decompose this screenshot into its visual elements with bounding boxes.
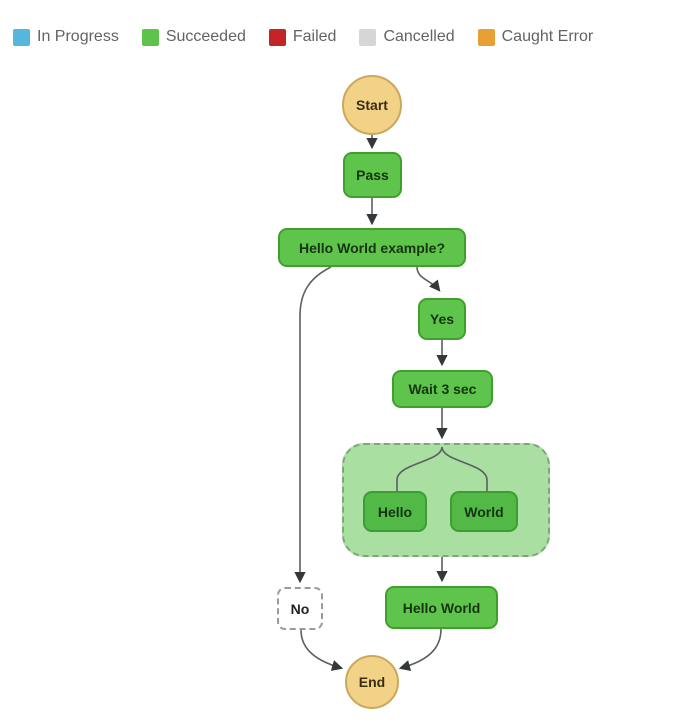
legend-label: In Progress [37, 28, 119, 45]
branch-no-not-executed[interactable]: No [277, 587, 323, 630]
end-node: End [345, 655, 399, 709]
legend-item-succeeded: Succeeded [141, 28, 246, 46]
legend-label: Failed [292, 28, 337, 45]
node-hello[interactable]: Hello [363, 491, 427, 532]
legend-label: Cancelled [383, 28, 455, 45]
node-wait-3-sec[interactable]: Wait 3 sec [392, 370, 493, 408]
legend-label: Caught Error [501, 28, 594, 45]
cancelled-swatch-icon [359, 28, 377, 46]
caught-error-swatch-icon [477, 28, 495, 46]
succeeded-swatch-icon [141, 28, 159, 46]
legend-item-failed: Failed [268, 28, 337, 46]
node-world[interactable]: World [450, 491, 518, 532]
legend-item-cancelled: Cancelled [359, 28, 455, 46]
legend-label: Succeeded [165, 28, 246, 45]
node-pass[interactable]: Pass [343, 152, 402, 198]
in-progress-swatch-icon [13, 28, 30, 46]
legend-item-in-progress: In Progress [13, 28, 119, 46]
start-node: Start [342, 75, 402, 135]
node-choice-hello-world-example[interactable]: Hello World example? [278, 228, 466, 267]
failed-swatch-icon [268, 28, 286, 46]
legend-item-caught-error: Caught Error [477, 28, 594, 46]
status-legend: In Progress Succeeded Failed Cancelled C… [13, 28, 593, 46]
branch-yes[interactable]: Yes [418, 298, 466, 340]
node-hello-world[interactable]: Hello World [385, 586, 498, 629]
